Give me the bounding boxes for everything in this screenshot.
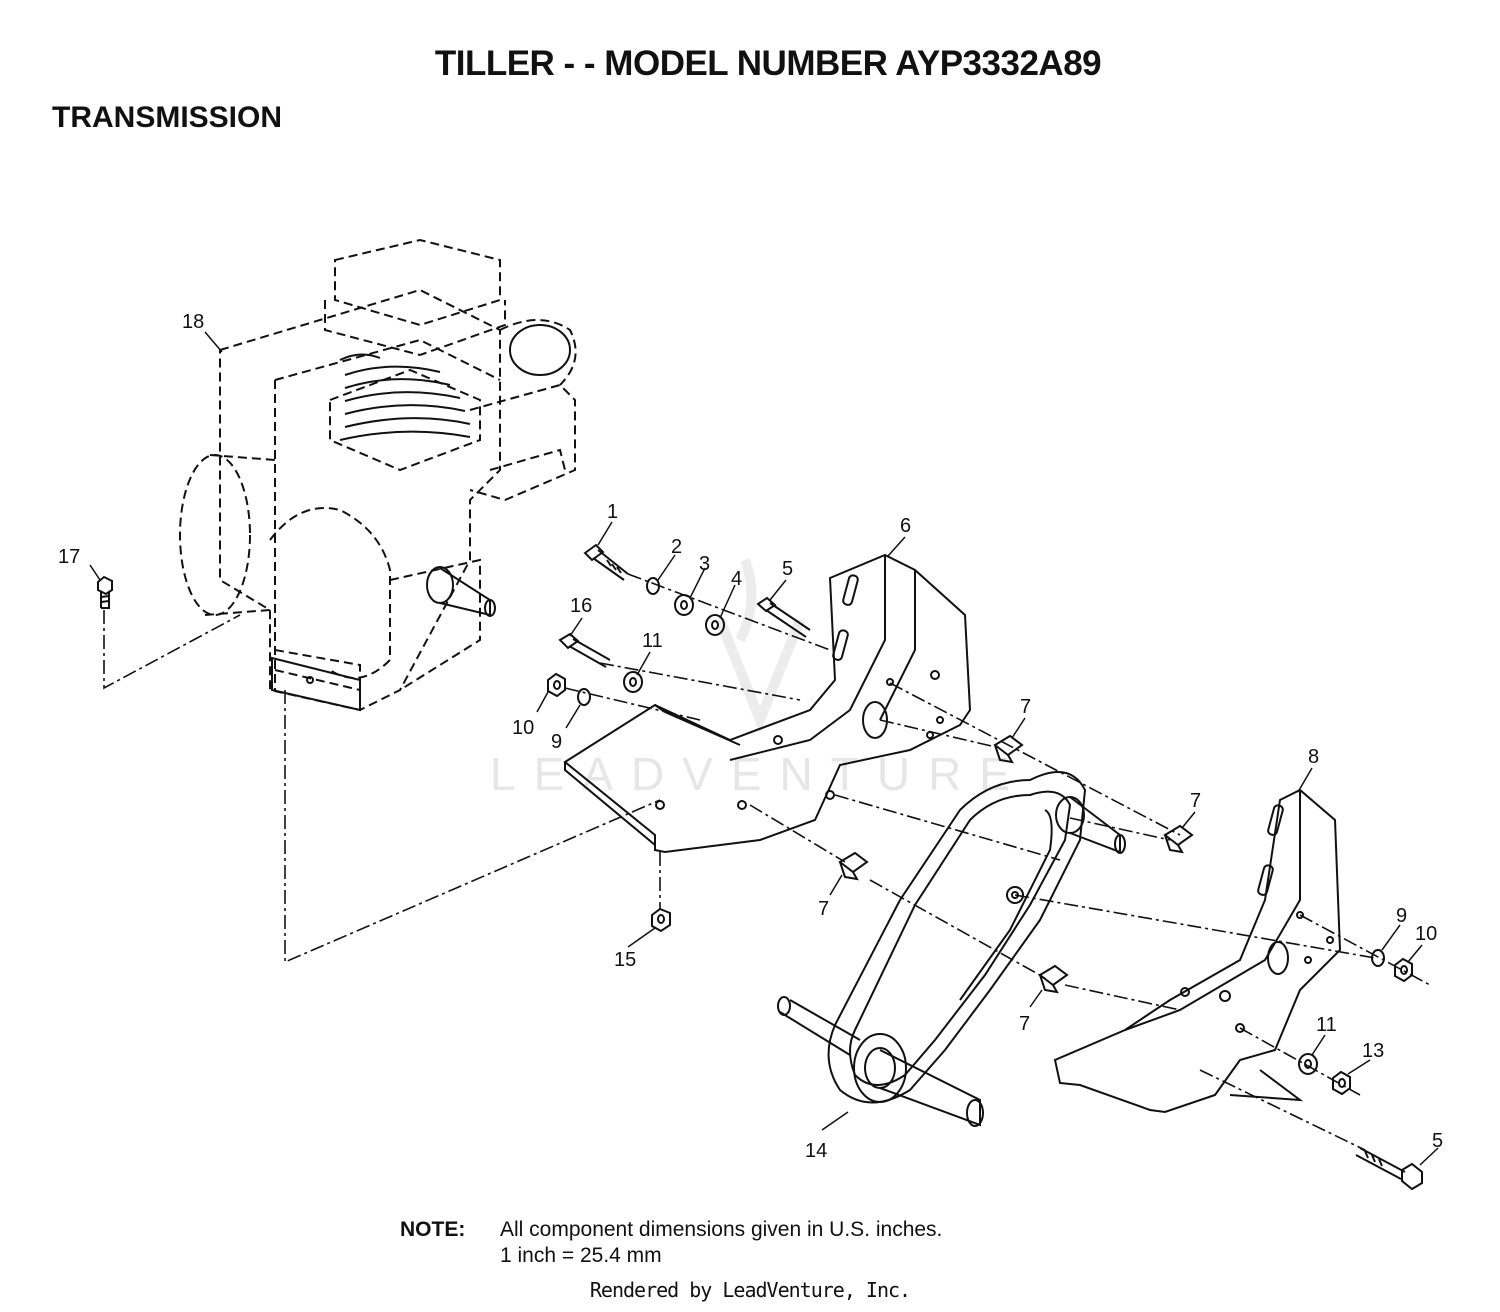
note-text-line-2: 1 inch = 25.4 mm xyxy=(500,1244,662,1267)
callout-8: 8 xyxy=(1308,746,1319,768)
leader-lines xyxy=(89,331,1439,1166)
callout-10-right: 10 xyxy=(1415,923,1437,945)
engine-base xyxy=(271,656,361,712)
callout-13: 13 xyxy=(1362,1040,1384,1062)
side-bracket-part-8[interactable] xyxy=(1053,788,1342,1114)
callout-14: 14 xyxy=(805,1140,827,1162)
callout-3: 3 xyxy=(699,553,710,575)
washer-part-9-upper[interactable] xyxy=(577,688,591,706)
bolt-part-17[interactable] xyxy=(97,575,113,609)
washer-part-11-lower[interactable] xyxy=(1298,1053,1318,1075)
bolt-part-16[interactable] xyxy=(558,632,611,668)
callout-7-a: 7 xyxy=(1020,696,1031,718)
note-text-line-1: All component dimensions given in U.S. i… xyxy=(500,1218,943,1241)
callout-7-b: 7 xyxy=(1190,790,1201,812)
nut-part-10-upper[interactable] xyxy=(547,672,566,698)
washer-part-2[interactable] xyxy=(646,577,660,595)
footer-credit: Rendered by LeadVenture, Inc. xyxy=(589,1278,911,1302)
washer-part-9-right[interactable] xyxy=(1371,949,1385,967)
washer-part-11-upper[interactable] xyxy=(623,671,643,693)
callout-4: 4 xyxy=(731,568,742,590)
bolt-part-1[interactable] xyxy=(583,543,629,581)
callout-9-right: 9 xyxy=(1396,905,1407,927)
callout-15: 15 xyxy=(614,949,636,971)
nut-part-13[interactable] xyxy=(1332,1070,1351,1096)
callout-9-upper: 9 xyxy=(551,731,562,753)
callout-11-upper: 11 xyxy=(642,630,663,652)
spacer-part-7-c[interactable] xyxy=(838,851,869,881)
callout-18: 18 xyxy=(182,311,204,333)
callout-1: 1 xyxy=(607,501,618,523)
page-title: TILLER - - MODEL NUMBER AYP3332A89 xyxy=(434,44,1102,83)
watermark-text: LEADVENTURE xyxy=(490,748,1028,800)
note-label: NOTE: xyxy=(400,1218,466,1241)
callout-5-upper: 5 xyxy=(782,558,793,580)
callout-17: 17 xyxy=(58,546,80,568)
callout-5-lower: 5 xyxy=(1432,1130,1443,1152)
callout-7-c: 7 xyxy=(818,898,829,920)
spacer-part-7-b[interactable] xyxy=(1163,824,1194,854)
engine-part-18[interactable] xyxy=(179,238,577,712)
callout-7-d: 7 xyxy=(1019,1013,1030,1035)
hardware-parts[interactable] xyxy=(97,543,1423,1191)
bolt-part-5-lower[interactable] xyxy=(1355,1147,1423,1191)
callout-10-upper: 10 xyxy=(512,717,534,739)
nut-part-10-right[interactable] xyxy=(1394,957,1413,983)
spacer-part-7-d[interactable] xyxy=(1038,964,1069,994)
callout-16: 16 xyxy=(570,595,592,617)
washer-part-4[interactable] xyxy=(705,614,725,636)
section-title: TRANSMISSION xyxy=(52,101,283,134)
engine-cooling-fins xyxy=(339,324,571,441)
callout-11-lower: 11 xyxy=(1316,1014,1337,1036)
callout-2: 2 xyxy=(671,536,682,558)
assembly-lines xyxy=(103,573,1431,1151)
callout-6: 6 xyxy=(900,515,911,537)
bolt-part-5-upper[interactable] xyxy=(756,596,811,638)
mounting-bracket-part-6[interactable] xyxy=(563,553,972,854)
spacer-part-7-a[interactable] xyxy=(993,734,1024,764)
chaincase-transmission-part-14[interactable] xyxy=(777,771,1126,1127)
engine-crankshaft xyxy=(426,566,496,617)
watermark-logo xyxy=(715,558,805,734)
